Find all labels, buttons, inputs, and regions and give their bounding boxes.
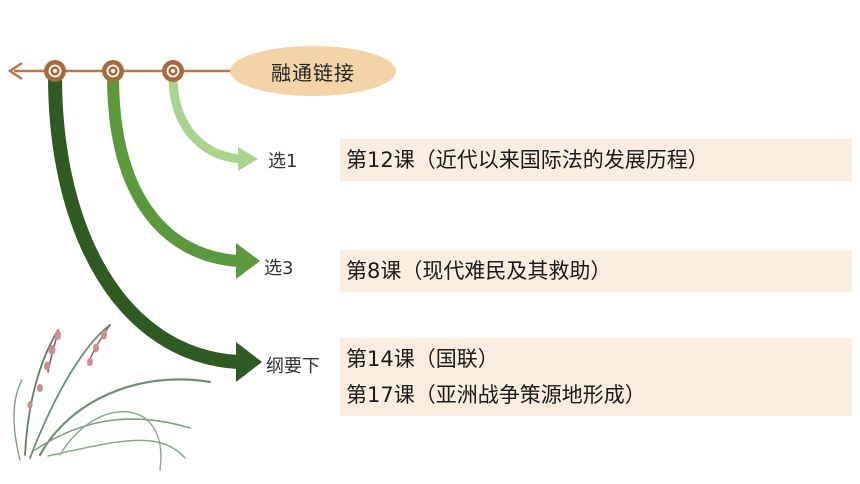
orchid-decoration bbox=[13, 324, 212, 471]
lesson-item: 第17课（亚洲战争策源地形成） bbox=[346, 383, 646, 407]
arrow-xuan1 bbox=[168, 75, 258, 171]
timeline-knot bbox=[162, 60, 184, 82]
timeline-knot bbox=[44, 60, 66, 82]
arrow-xuan3 bbox=[107, 75, 260, 279]
lesson-item: 第14课（国联） bbox=[346, 347, 499, 371]
lesson-item: 第12课（近代以来国际法的发展历程） bbox=[346, 148, 709, 172]
branch-label-xuan1: 选1 bbox=[268, 151, 298, 172]
branch-label-gangyao: 纲要下 bbox=[266, 356, 320, 377]
lesson-box-xuan1: 第12课（近代以来国际法的发展历程） bbox=[340, 139, 852, 181]
timeline-knot bbox=[102, 60, 124, 82]
branch-label-xuan3: 选3 bbox=[264, 258, 294, 279]
title-oval: 融通链接 bbox=[230, 46, 396, 96]
lesson-item: 第8课（现代难民及其救助） bbox=[346, 259, 612, 283]
arrow-gangyao bbox=[48, 75, 262, 382]
lesson-box-gangyao: 第14课（国联） 第17课（亚洲战争策源地形成） bbox=[340, 338, 852, 416]
lesson-box-xuan3: 第8课（现代难民及其救助） bbox=[340, 250, 852, 292]
diagram-title: 融通链接 bbox=[271, 60, 355, 85]
